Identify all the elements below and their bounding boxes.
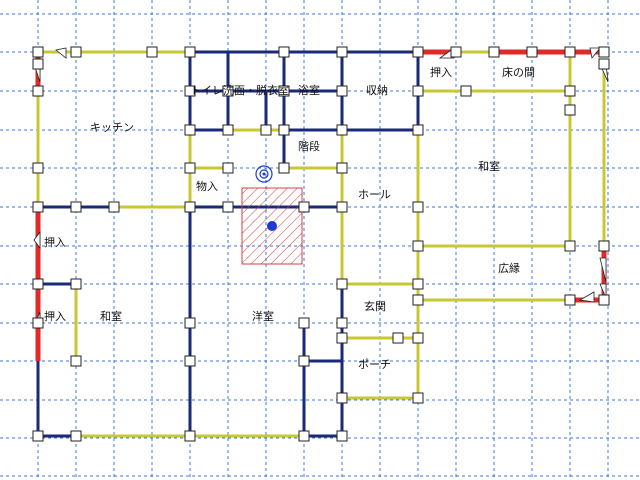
wall-node-handle[interactable] (564, 85, 576, 97)
wall-node-handle[interactable] (336, 162, 348, 174)
wall-node-handle[interactable] (184, 85, 196, 97)
wall-node-handle[interactable] (278, 85, 290, 97)
wall-node-handle[interactable] (526, 46, 538, 58)
wall-node-handle[interactable] (598, 58, 610, 70)
room-labels: キッチン トイレ洗面・脱衣室 浴室 収納 押入 床の間 階段 和室 物入 ホール… (44, 65, 535, 371)
room-label-tokonoma: 床の間 (502, 65, 535, 79)
wall-node-handle[interactable] (184, 201, 196, 213)
wall-node-handle[interactable] (336, 124, 348, 136)
wall-node-handle[interactable] (298, 355, 310, 367)
wall-node-handle[interactable] (564, 294, 576, 306)
wall-node-handle[interactable] (412, 294, 424, 306)
room-label-hall: ホール (358, 188, 391, 201)
room-label-oshiire-2: 押入 (44, 235, 66, 249)
wall-node-handle[interactable] (598, 240, 610, 252)
wall-node-handle[interactable] (278, 162, 290, 174)
wall-node-handle[interactable] (336, 85, 348, 97)
wall-node-handle[interactable] (412, 124, 424, 136)
wall-node-handle[interactable] (32, 278, 44, 290)
wall-node-handle[interactable] (564, 240, 576, 252)
wall-node-handle[interactable] (412, 278, 424, 290)
wall-node-handle[interactable] (336, 392, 348, 404)
wall-node-handle[interactable] (412, 392, 424, 404)
wall-node-handle[interactable] (222, 85, 234, 97)
wall-node-handle[interactable] (336, 278, 348, 290)
wall-node-handle[interactable] (222, 201, 234, 213)
wall-node-handle[interactable] (32, 317, 44, 329)
room-label-oshiire-3: 押入 (44, 309, 66, 323)
room-label-storage: 収納 (366, 84, 388, 97)
wall-node-handle[interactable] (460, 85, 472, 97)
wall-node-handle[interactable] (184, 430, 196, 442)
wall-node-handle[interactable] (260, 124, 272, 136)
wall-node-handle[interactable] (70, 46, 82, 58)
wall-node-handle[interactable] (70, 430, 82, 442)
room-label-engawa: 広縁 (498, 261, 520, 275)
wall-node-handle[interactable] (412, 46, 424, 58)
wall-node-handle[interactable] (564, 104, 576, 116)
wall-node-handle[interactable] (184, 46, 196, 58)
wall-node-handle[interactable] (336, 46, 348, 58)
wall-node-handle[interactable] (488, 46, 500, 58)
wall-node-handle[interactable] (412, 201, 424, 213)
room-label-yoshitsu: 洋室 (252, 309, 274, 323)
wall-node-handle[interactable] (70, 278, 82, 290)
wall-node-handle[interactable] (70, 355, 82, 367)
room-label-washitsu-1: 和室 (478, 159, 500, 173)
wall-node-handle[interactable] (278, 46, 290, 58)
wall-node-handle[interactable] (278, 124, 290, 136)
room-label-toilet: トイレ洗面・脱衣室 (190, 83, 289, 97)
wall-node-handle[interactable] (184, 162, 196, 174)
wall-node-handle[interactable] (32, 46, 44, 58)
wall-node-handle[interactable] (336, 332, 348, 344)
wall-node-handle[interactable] (598, 46, 610, 58)
wall-node-handle[interactable] (32, 430, 44, 442)
wall-node-handle[interactable] (32, 58, 44, 70)
opening-markers (33, 47, 609, 327)
target-marker-icon[interactable] (255, 165, 273, 183)
wall-node-handle[interactable] (298, 201, 310, 213)
wall-node-handle[interactable] (108, 201, 120, 213)
wall-node-handle[interactable] (184, 317, 196, 329)
wall-node-handle[interactable] (32, 85, 44, 97)
room-label-kitchen: キッチン (90, 121, 134, 134)
wall-node-handle[interactable] (70, 201, 82, 213)
room-label-porch: ポーチ (358, 358, 391, 371)
wall-node-handle[interactable] (412, 240, 424, 252)
wall-node-handle[interactable] (32, 162, 44, 174)
wall-node-handle[interactable] (450, 46, 462, 58)
room-label-stairs: 階段 (298, 139, 320, 153)
wall-node-handle[interactable] (336, 317, 348, 329)
wall-node-handle[interactable] (222, 124, 234, 136)
wall-node-handle[interactable] (336, 430, 348, 442)
room-label-genkan: 玄関 (364, 299, 386, 313)
wall-node-handle[interactable] (146, 46, 158, 58)
wall-node-handle[interactable] (598, 294, 610, 306)
wall-nodes[interactable] (32, 46, 610, 442)
room-label-bath: 浴室 (298, 83, 320, 97)
wall-node-handle[interactable] (392, 332, 404, 344)
wall-node-handle[interactable] (298, 317, 310, 329)
wall-node-handle[interactable] (412, 85, 424, 97)
wall-node-handle[interactable] (412, 332, 424, 344)
wall-node-handle[interactable] (222, 162, 234, 174)
wall-node-handle[interactable] (336, 201, 348, 213)
walls (35, 49, 607, 438)
wall-node-handle[interactable] (184, 355, 196, 367)
room-label-washitsu-2: 和室 (100, 309, 122, 323)
center-point-marker[interactable] (267, 221, 277, 231)
room-label-monoire: 物入 (196, 179, 218, 193)
wall-node-handle[interactable] (564, 46, 576, 58)
wall-node-handle[interactable] (184, 124, 196, 136)
wall-node-handle[interactable] (32, 201, 44, 213)
room-label-oshiire-1: 押入 (430, 65, 452, 79)
wall-node-handle[interactable] (298, 430, 310, 442)
